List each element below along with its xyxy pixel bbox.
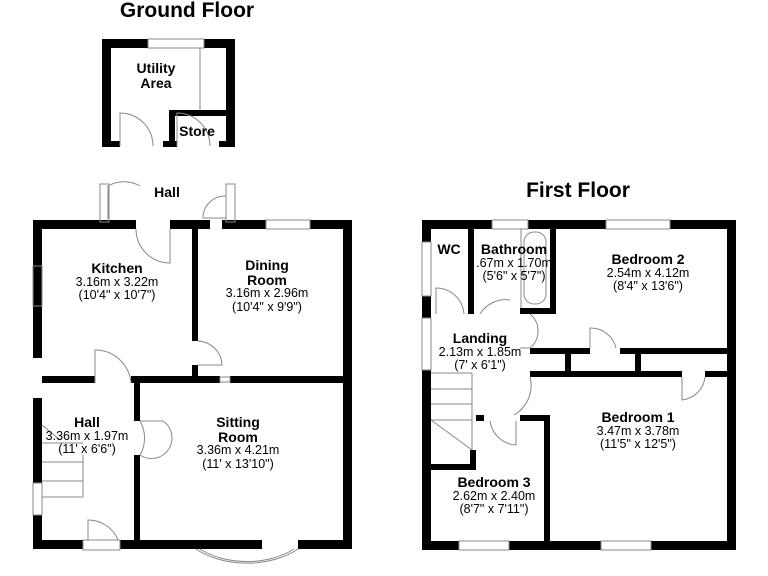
first-floor-fixtures <box>421 219 706 551</box>
first-floor-title: First Floor <box>526 179 630 202</box>
room-dining-room: Dining Room 3.16m x 2.96m (10'4" x 9'9") <box>225 257 309 314</box>
room-front-hall: Hall 3.36m x 1.97m (11' x 6'6") <box>45 414 129 456</box>
room-store: Store <box>179 123 215 139</box>
room-bedroom-2: Bedroom 2 2.54m x 4.12m (8'4" x 13'6") <box>606 251 690 293</box>
room-bedroom-3: Bedroom 3 2.62m x 2.40m (8'7" x 7'11") <box>452 474 536 516</box>
ground-floor-fixtures <box>32 38 311 564</box>
ground-floor-walls <box>33 39 352 549</box>
room-kitchen: Kitchen 3.16m x 3.22m (10'4" x 10'7") <box>75 260 159 302</box>
room-rear-hall: Hall <box>154 184 180 200</box>
room-utility-area: Utility Area <box>136 60 176 91</box>
room-wc: WC <box>437 241 461 257</box>
ground-floor-title: Ground Floor <box>119 0 255 22</box>
room-bathroom: Bathroom .67m x 1.70m (5'6" x 5'7") <box>476 241 552 283</box>
first-floor-walls <box>422 220 736 550</box>
room-landing: Landing 2.13m x 1.85m (7' x 6'1") <box>438 330 522 372</box>
room-sitting-room: Sitting Room 3.36m x 4.21m (11' x 13'10"… <box>196 414 280 471</box>
room-bedroom-1: Bedroom 1 3.47m x 3.78m (11'5" x 12'5") <box>596 409 680 451</box>
